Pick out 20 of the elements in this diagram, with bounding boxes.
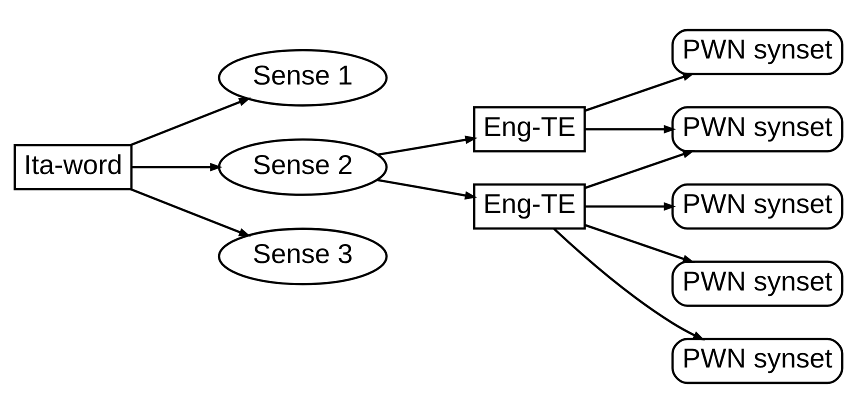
arrow: [584, 72, 695, 112]
arrow: [378, 135, 478, 156]
arrow: [584, 223, 695, 262]
arrow: [553, 227, 705, 340]
arrow: [377, 178, 478, 200]
node-box: PWN synset: [671, 182, 844, 230]
node-box: PWN synset: [671, 260, 844, 306]
node-box: PWN synset: [671, 337, 844, 384]
arrow: [130, 97, 252, 146]
node-box: PWN synset: [671, 106, 844, 152]
node-box: Eng-TE: [473, 106, 586, 152]
arrow: [584, 124, 676, 133]
arrow: [132, 162, 222, 171]
node-box: Ita-word: [14, 144, 133, 190]
node-box: Eng-TE: [473, 182, 586, 230]
arrow: [584, 150, 695, 189]
arrow: [130, 188, 252, 236]
arrow: [584, 202, 676, 210]
node-ellipse: Sense 2: [218, 138, 388, 196]
node-box: PWN synset: [671, 28, 844, 75]
